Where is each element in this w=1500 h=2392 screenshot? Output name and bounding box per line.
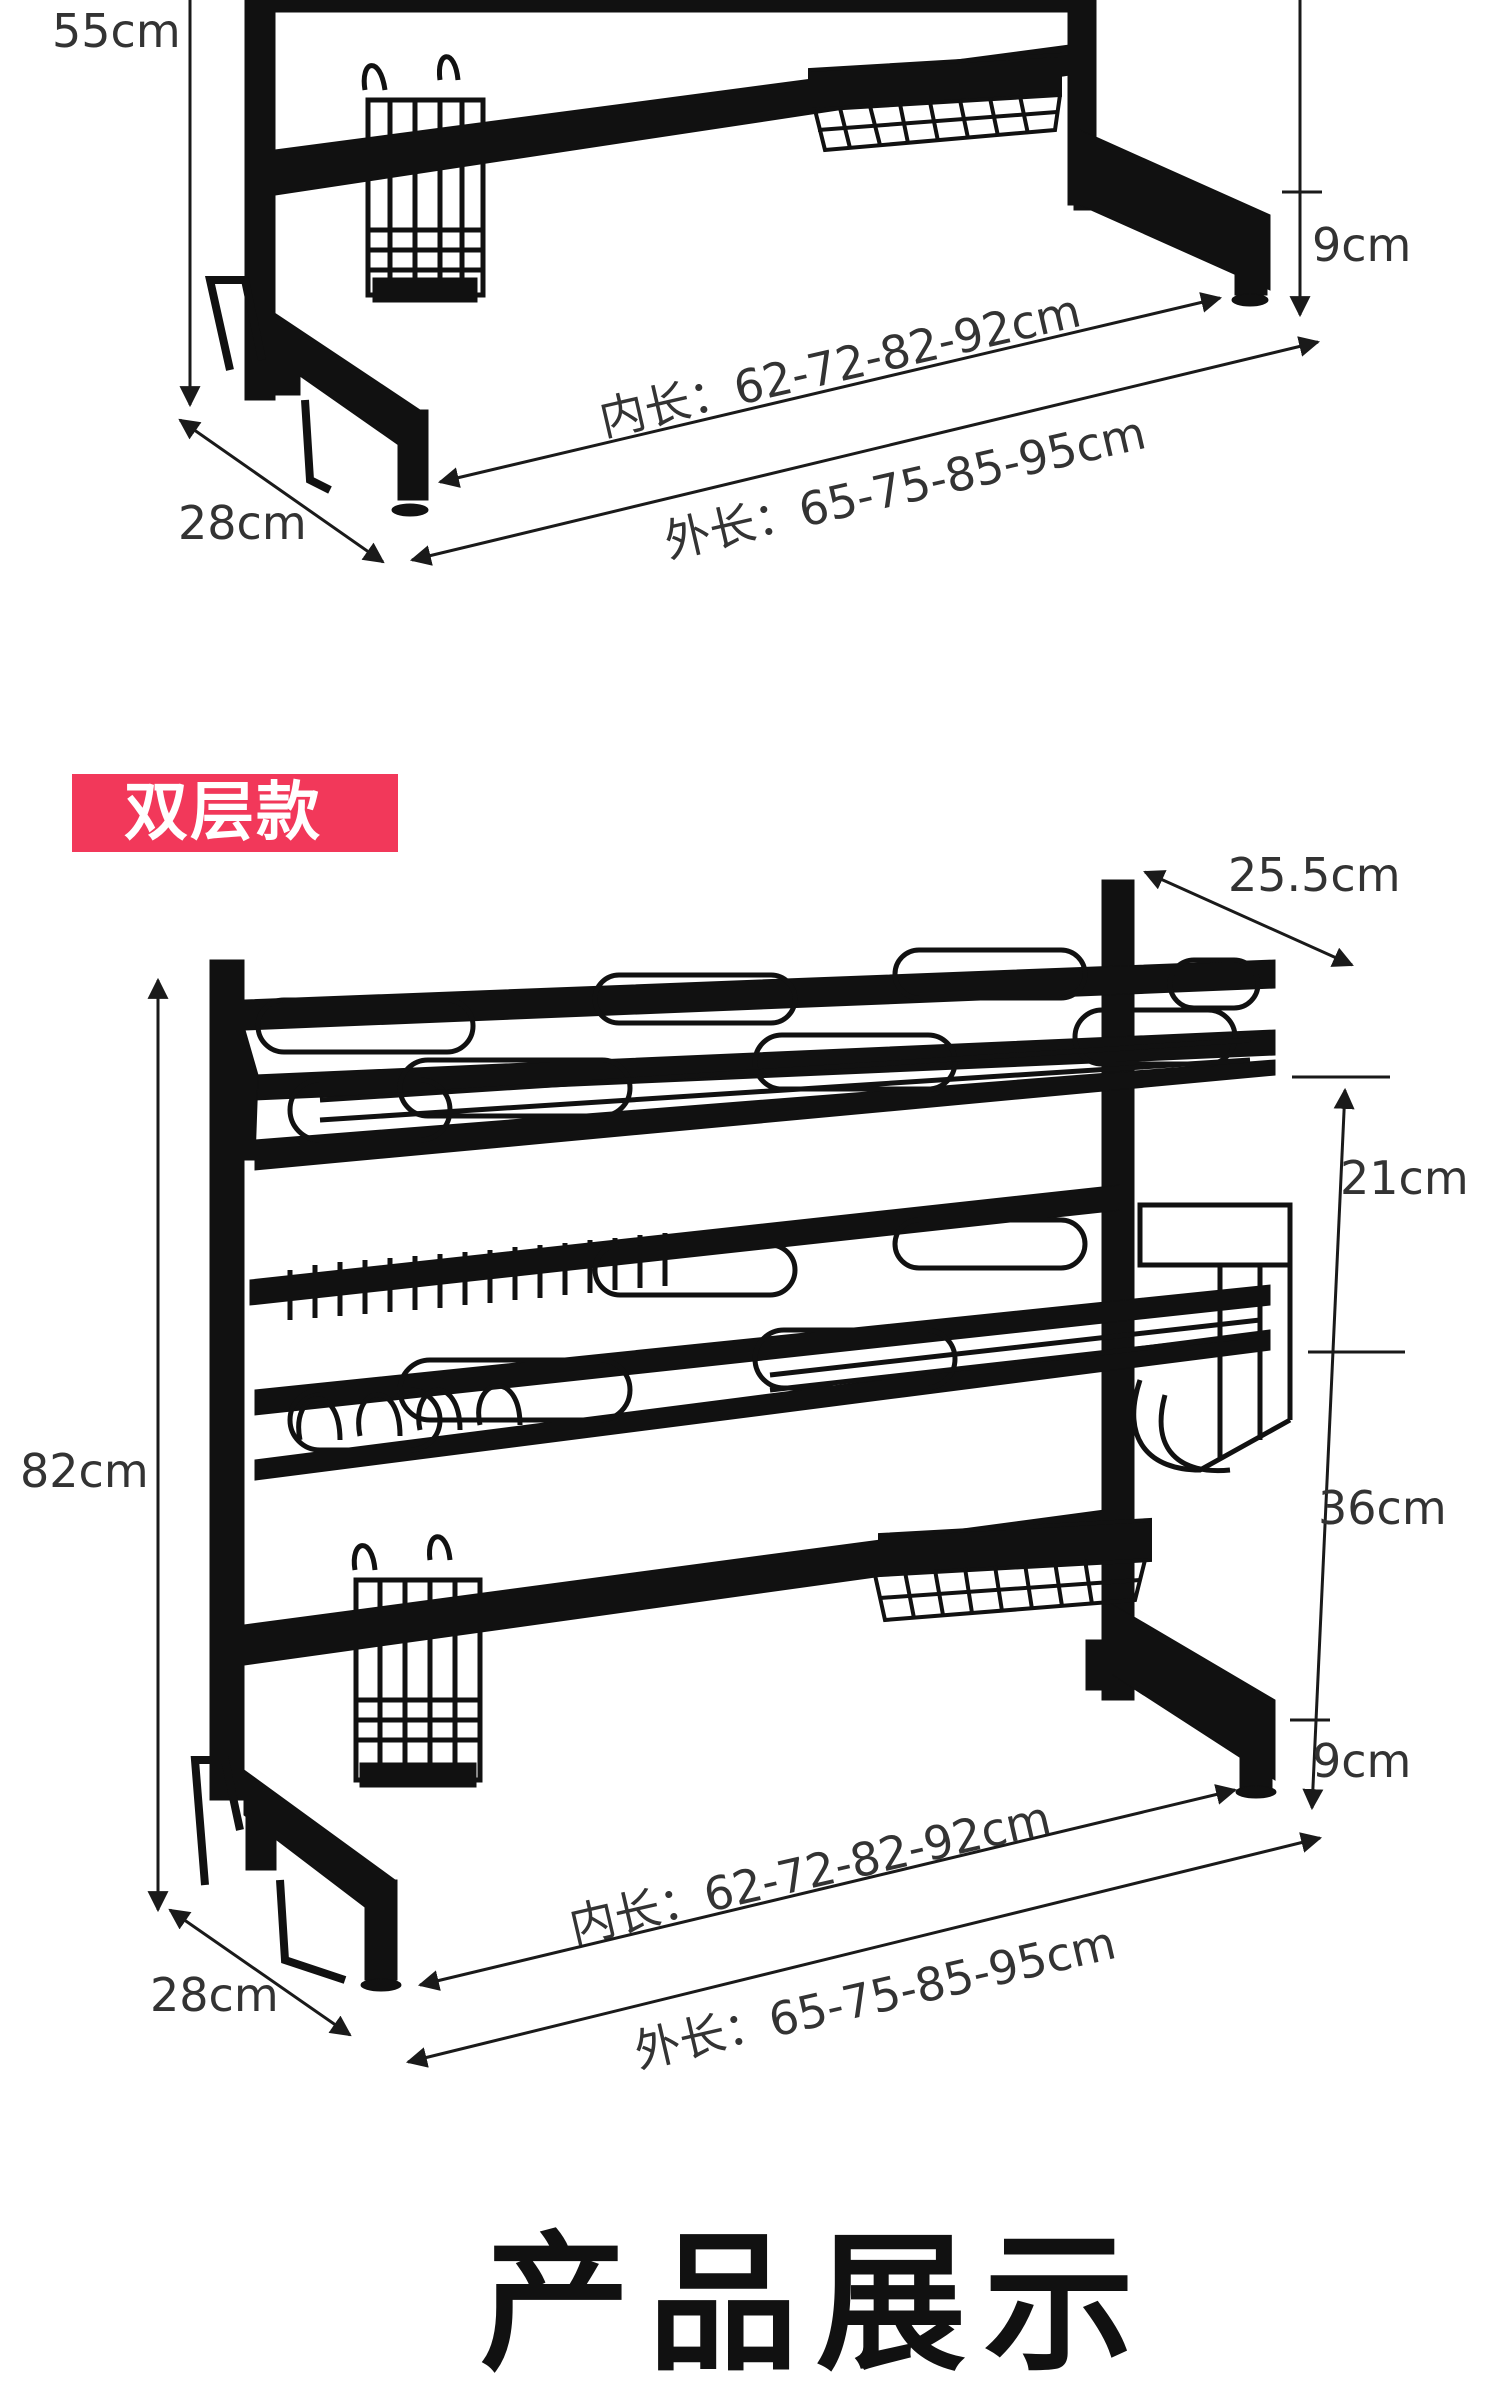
- height-label: 82cm: [20, 1444, 149, 1498]
- section-heading: 产品展示: [480, 2218, 1153, 2392]
- depth-label: 28cm: [150, 1968, 279, 2022]
- foot-height-label: 9cm: [1312, 1734, 1412, 1788]
- double-dimension-lines: [147, 870, 1405, 2068]
- variant-tag-text: 双层款: [124, 776, 322, 850]
- product-detail-page: 55cm 9cm 28cm 内长：62-72-82-92cm 外长：65-75-…: [20, 0, 1469, 2380]
- top-depth-label: 28cm: [178, 496, 307, 550]
- top-foot-height-label: 9cm: [1312, 218, 1412, 272]
- middle-gap-label: 36cm: [1318, 1481, 1447, 1535]
- upper-gap-label: 21cm: [1340, 1151, 1469, 1205]
- single-layer-rack-illustration: [147, 0, 1405, 2068]
- top-height-label: 55cm: [52, 4, 181, 58]
- sponge-basket-double: [873, 1517, 1152, 1623]
- width-label: 25.5cm: [1228, 848, 1401, 902]
- middle-shelf-dish-rack: [287, 1202, 1293, 1474]
- sponge-basket-top: [808, 52, 1062, 153]
- utensil-holder-double: [351, 1534, 483, 1788]
- variant-tag: 双层款: [72, 774, 398, 852]
- top-shelf-wire: [255, 947, 1261, 1143]
- top-dimension-lines: [178, 0, 1322, 566]
